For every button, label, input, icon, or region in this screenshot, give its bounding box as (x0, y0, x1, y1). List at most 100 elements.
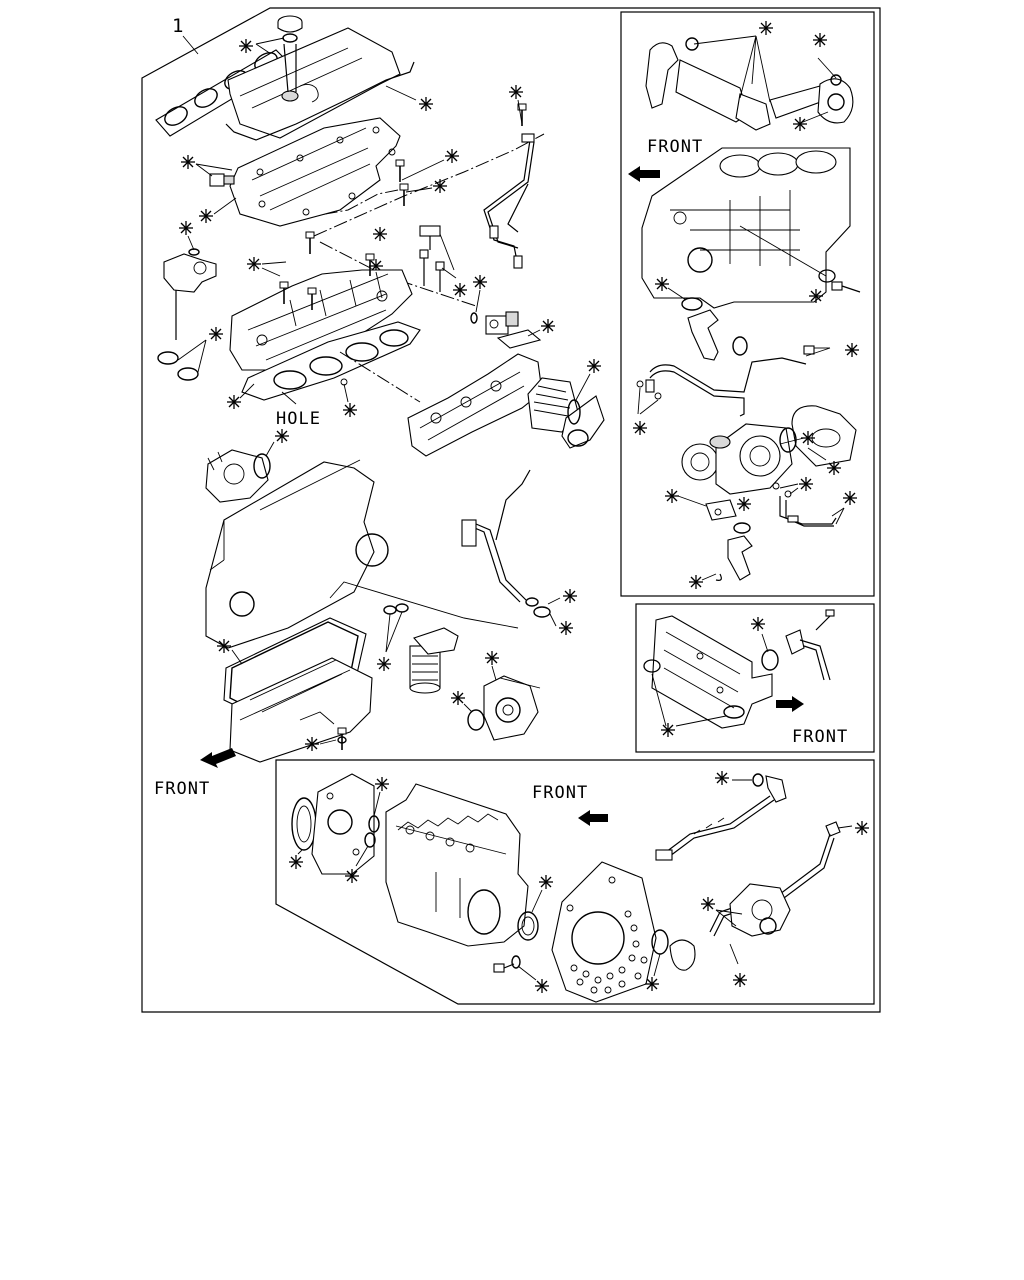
oil-level-gauge-part (461, 469, 531, 603)
thermostat-housing-part (163, 253, 217, 340)
asterisk-icon (654, 276, 670, 292)
injector-part (419, 225, 445, 292)
throttle-body-part (561, 395, 605, 449)
asterisk-icon (178, 220, 194, 236)
asterisk-icon (644, 976, 660, 992)
cover-plate-part (669, 939, 696, 971)
asterisk-icon (688, 574, 704, 590)
bolt-part (337, 727, 347, 751)
oil-drain-pipe-part (715, 535, 753, 581)
asterisk-icon (238, 38, 254, 54)
hole-label: HOLE (276, 409, 321, 429)
inset-egr-and-turbocharger: FRONT (620, 11, 875, 597)
asterisk-icon (344, 868, 360, 884)
asterisk-icon (558, 620, 574, 636)
exhaust-adapter-part (791, 405, 857, 467)
sensor-harness-part (655, 775, 787, 861)
inset-flywheel-housing-and-front-cover: FRONT (275, 759, 875, 1005)
exhaust-manifold-part (407, 353, 543, 457)
oil-feed-pipe-part (645, 345, 815, 417)
oil-pan-part (229, 657, 373, 763)
oil-cooler-pipe-part (761, 629, 831, 681)
gasket-part (705, 499, 737, 521)
lower-engine-block-part (205, 459, 389, 649)
asterisk-icon (798, 476, 814, 492)
asterisk-icon (538, 874, 554, 890)
vacuum-pump-part (729, 883, 791, 937)
asterisk-icon (288, 854, 304, 870)
front-cover-part (311, 773, 375, 875)
asterisk-icon (342, 402, 358, 418)
bolt-part (831, 281, 861, 293)
front-label-left: FRONT (154, 779, 210, 799)
oil-filter-part (409, 627, 459, 694)
callout-number: 1 (172, 15, 199, 55)
asterisk-icon (372, 226, 388, 242)
front-arrow-icon (200, 748, 236, 768)
turbocharger-part (681, 423, 793, 495)
asterisk-icon (714, 770, 730, 786)
front-label-top-right: FRONT (647, 137, 703, 157)
front-arrow-icon (776, 696, 804, 712)
wiring-harness-part (483, 133, 535, 269)
front-label-bottom: FRONT (532, 783, 588, 803)
asterisk-icon (808, 288, 824, 304)
asterisk-icon (586, 358, 602, 374)
inset-oil-cooler: FRONT (635, 603, 875, 753)
asterisk-icon (226, 394, 242, 410)
egr-valve-part (485, 311, 519, 335)
asterisk-icon (444, 148, 460, 164)
asterisk-icon (632, 420, 648, 436)
asterisk-icon (826, 460, 842, 476)
sensor-part (209, 173, 235, 187)
asterisk-icon (800, 430, 816, 446)
front-label-middle-right: FRONT (792, 727, 848, 747)
flywheel-housing-part (551, 861, 657, 1003)
asterisk-icon (736, 496, 752, 512)
front-arrow-icon (628, 166, 660, 182)
oil-filler-cap-part (277, 15, 303, 43)
asterisk-icon (180, 154, 196, 170)
asterisk-icon (208, 326, 224, 342)
asterisk-icon (246, 256, 262, 272)
bolt-part (395, 159, 405, 183)
asterisk-icon (450, 690, 466, 706)
bolt-part (493, 963, 515, 973)
asterisk-icon (452, 282, 468, 298)
main-engine-overview: HOLE (154, 15, 605, 799)
gasket-part (496, 329, 542, 349)
oil-seal-part (291, 797, 317, 851)
asterisk-icon (198, 208, 214, 224)
oil-cooler-part (651, 615, 773, 729)
head-cover-gasket-part (225, 61, 415, 141)
front-arrow-icon (578, 810, 608, 826)
asterisk-icon (418, 96, 434, 112)
fuel-injection-pump-part (205, 449, 271, 503)
cylinder-block-part (641, 147, 851, 309)
water-pipe-part (687, 309, 719, 361)
asterisk-icon (432, 178, 448, 194)
outer-frame (141, 7, 881, 1013)
asterisk-icon (472, 274, 488, 290)
engine-block-part (385, 783, 529, 947)
rear-oil-seal-part (517, 911, 539, 941)
asterisk-icon (842, 490, 858, 506)
marker-leader-lines (693, 35, 837, 125)
asterisk-icon (484, 650, 500, 666)
asterisk-icon (274, 428, 290, 444)
asterisk-icon (844, 342, 860, 358)
asterisk-icon (732, 972, 748, 988)
asterisk-icon (562, 588, 578, 604)
asterisk-icon (758, 20, 774, 36)
asterisk-icon (216, 638, 232, 654)
asterisk-icon (700, 896, 716, 912)
asterisk-icon (812, 32, 828, 48)
asterisk-icon (376, 656, 392, 672)
asterisk-icon (792, 116, 808, 132)
cylinder-head-gasket-part (241, 321, 421, 401)
asterisk-icon (854, 820, 870, 836)
cam-carrier-part (229, 117, 401, 227)
bolt-part (305, 231, 315, 255)
cylinder-head-part (229, 269, 413, 371)
